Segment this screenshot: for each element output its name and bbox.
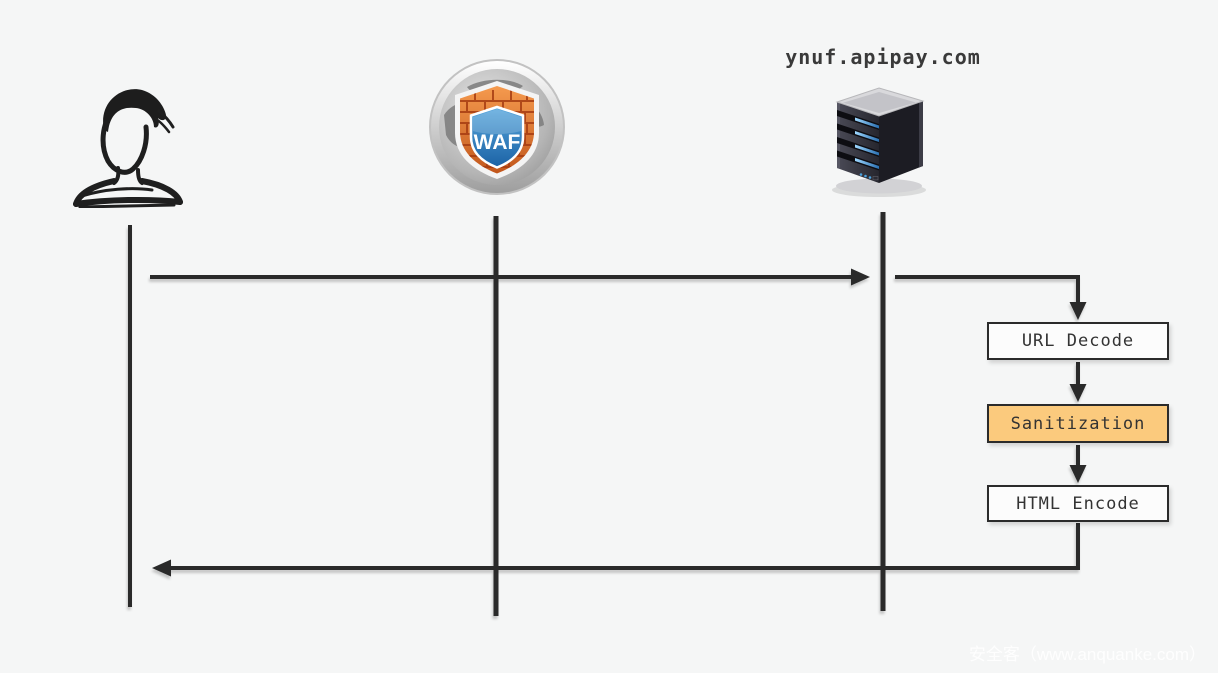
user-body-baseline <box>73 196 183 207</box>
user-face-outline <box>100 109 149 175</box>
server-icon <box>832 87 926 197</box>
response-arrowhead <box>152 559 171 577</box>
server-drive-slots <box>837 110 879 171</box>
waf-shield-bricks <box>460 86 534 174</box>
step-html-encode: HTML Encode <box>987 485 1169 522</box>
server-status-leds <box>859 173 879 181</box>
step-sanitization: Sanitization <box>987 404 1169 443</box>
globe <box>439 69 555 185</box>
user-shoulder-left <box>73 178 117 207</box>
urldecode-arrowhead <box>1069 302 1087 320</box>
user-shoulder-right <box>139 178 183 205</box>
server-to-urldecode-line <box>895 275 1080 306</box>
step-url-decode: URL Decode <box>987 322 1169 360</box>
waf-globe-shield-icon: WAF <box>429 59 565 195</box>
waf-label: WAF <box>474 131 521 154</box>
server-front-face <box>837 102 879 183</box>
sanitization-arrowhead <box>1069 384 1087 402</box>
server-base <box>836 178 922 194</box>
server-domain-label: ynuf.apipay.com <box>785 45 981 69</box>
request-arrowhead <box>851 268 870 286</box>
server-top-face <box>835 87 925 117</box>
user-hair <box>103 89 167 132</box>
htmlencode-arrowhead <box>1069 465 1087 483</box>
response-line <box>168 523 1080 570</box>
server-right-face <box>879 101 923 183</box>
user-icon <box>73 89 183 208</box>
watermark: 安全客（www.anquanke.com） <box>968 645 1206 664</box>
waf-inner-shield <box>469 105 525 169</box>
waf-shield-outline <box>455 81 539 179</box>
